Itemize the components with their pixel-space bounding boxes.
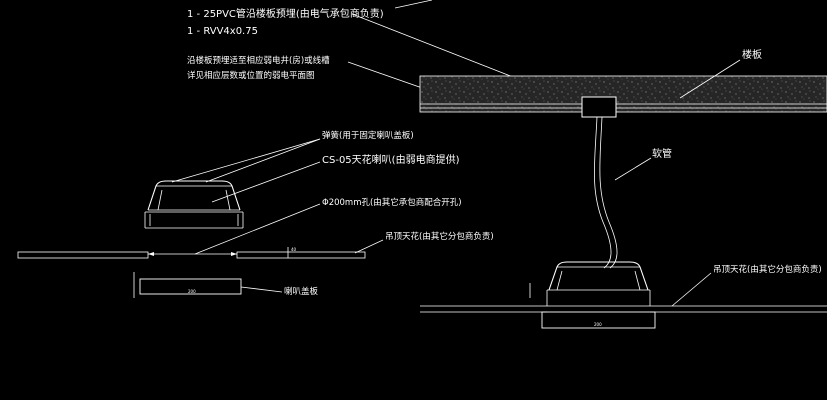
hole-dimension [148,252,237,256]
floor-slab-label: 楼板 [742,48,762,61]
spring-label: 弹簧(用于固定喇叭盖板) [322,130,414,141]
ceiling-left-label: 吊顶天花(由其它分包商负责) [385,231,494,242]
cover-plate-leader [240,286,283,293]
conduit-label: 1 - 25PVC管沿楼板预埋(由电气承包商负责) [187,7,384,20]
ceiling-right-leader [671,272,712,307]
conduit-leader-tail [394,0,433,9]
slab-note-1: 沿楼板预埋适至相应弱电井(房)或线槽 [187,55,330,66]
gap-dimension: 40 [291,247,297,252]
hose-label: 软管 [652,147,672,160]
slab-note-2: 详见相应层数或位置的弱电平面图 [187,70,315,81]
floor-slab [419,75,827,113]
cover-width-dimension: 200 [188,289,196,294]
ceiling-left [17,251,366,259]
speaker-right [529,261,651,306]
cable-label: 1 - RVV4x0.75 [187,26,258,37]
junction-box [581,96,617,118]
hole-label: Φ200mm孔(由其它承包商配合开孔) [322,197,462,208]
hole-leader [194,203,321,255]
right-width-dimension: 200 [594,322,602,327]
flexible-hose [593,116,618,269]
ceiling-right-label: 吊顶天花(由其它分包商负责) [713,264,822,275]
cover-plate [139,278,242,295]
speaker-model-label: CS-05天花喇叭(由弱电商提供) [322,153,460,166]
cover-plate-installed [541,311,656,329]
speaker-left [144,180,244,229]
ceiling-left-leader [354,239,384,254]
spring-leader-1 [171,138,321,183]
hose-leader [614,157,652,181]
cover-plate-label: 喇叭盖板 [284,286,319,297]
ceiling-right [420,305,827,313]
speaker-model-leader [211,161,321,203]
spring-leader-2 [205,138,321,183]
floor-slab-leader [679,59,741,99]
